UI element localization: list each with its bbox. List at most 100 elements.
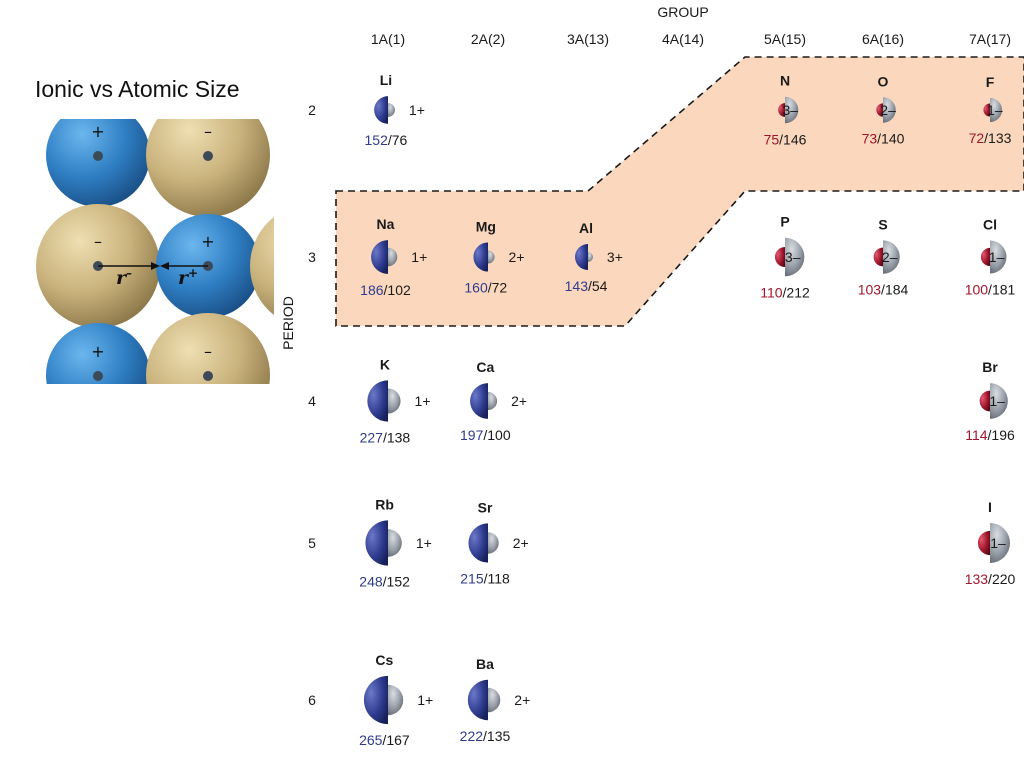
atom-half-sphere [774, 246, 785, 268]
nucleus-dot [203, 151, 213, 161]
radius-separator: / [779, 131, 783, 147]
atom-half-sphere [979, 390, 990, 412]
group-label: 7A(17) [969, 31, 1011, 47]
element-symbol: Al [579, 220, 593, 236]
group-label: 3A(13) [567, 31, 609, 47]
atomic-radius: 248 [359, 574, 383, 590]
anion-sphere [146, 313, 270, 384]
radius-values: 186/102 [360, 282, 411, 298]
radius-values: 72/133 [969, 130, 1012, 146]
radius-separator: / [988, 281, 992, 297]
element-symbol: Ca [476, 359, 494, 375]
ionic-radius: 212 [786, 284, 810, 300]
atom-half-sphere [873, 247, 883, 267]
ion-sign: – [204, 122, 212, 141]
radius-values: 75/146 [764, 131, 807, 147]
period-label: 3 [308, 249, 316, 265]
ion-half-sphere [388, 247, 398, 267]
radius-separator: / [382, 732, 386, 748]
ion-charge: 1– [989, 249, 1005, 265]
radius-separator: / [881, 282, 885, 298]
radius-values: 110/212 [760, 284, 810, 300]
ion-half-sphere [488, 391, 498, 411]
atom-half-sphere [374, 96, 388, 124]
radius-separator: / [988, 427, 992, 443]
r-minus-label: r– [116, 266, 132, 289]
radius-values: 143/54 [565, 278, 608, 294]
atomic-radius: 143 [565, 278, 589, 294]
atomic-radius: 186 [360, 282, 384, 298]
atomic-radius: 103 [858, 282, 882, 298]
r-plus-label: r+ [178, 266, 198, 289]
ion-half-sphere [990, 240, 1007, 274]
ionic-radius: 133 [988, 130, 1012, 146]
atomic-radius: 215 [460, 571, 484, 587]
atom-half-sphere [468, 523, 488, 563]
element-symbol: I [988, 499, 992, 515]
element-symbol: Mg [476, 218, 496, 234]
ion-charge: 3– [783, 102, 799, 118]
ion-charge: 2– [880, 102, 896, 118]
cation-sphere [46, 119, 150, 207]
element-symbol: Cs [375, 652, 393, 668]
atomic-radius: 75 [764, 131, 780, 147]
element-symbol: Li [380, 72, 392, 88]
ion-charge: 1+ [411, 249, 427, 265]
element-symbol: F [986, 74, 995, 90]
ion-half-sphere [388, 103, 395, 117]
element-symbol: Br [982, 359, 998, 375]
atom-half-sphere [363, 675, 388, 725]
ion-charge: 2+ [511, 393, 527, 409]
element-symbol: N [780, 73, 790, 89]
radius-values: 100/181 [965, 281, 1016, 297]
atomic-radius: 72 [969, 130, 985, 146]
radius-separator: / [988, 571, 992, 587]
period-label: 6 [308, 692, 316, 708]
ionic-radius: 167 [386, 732, 410, 748]
period-label: 4 [308, 393, 316, 409]
group-axis-title: GROUP [657, 4, 708, 20]
element-symbol: Ba [476, 656, 494, 672]
ionic-lattice-illustration: + – – + + – r– r+ [36, 119, 274, 384]
ion-half-sphere [488, 532, 499, 554]
atom-half-sphere [470, 383, 488, 419]
atomic-radius: 133 [965, 571, 989, 587]
ion-half-sphere [883, 240, 900, 274]
atomic-radius: 110 [760, 284, 783, 300]
group-label: 6A(16) [862, 31, 904, 47]
atomic-radius: 100 [965, 281, 989, 297]
atom-half-sphere [980, 247, 990, 267]
ionic-radius: 102 [387, 282, 411, 298]
ion-half-sphere [990, 383, 1008, 419]
element-f: 1–F72/133 [969, 74, 1012, 146]
ionic-radius: 54 [592, 278, 608, 294]
radius-values: 248/152 [359, 574, 410, 590]
element-cl: 1– Cl 100/181 [965, 217, 1016, 298]
ionic-radius: 100 [487, 427, 511, 443]
atom-half-sphere [467, 679, 488, 721]
ionic-radius: 135 [487, 728, 511, 744]
ion-half-sphere [785, 96, 799, 124]
radius-separator: / [388, 132, 392, 148]
group-label: 5A(15) [764, 31, 806, 47]
radius-separator: / [484, 571, 488, 587]
radius-values: 152/76 [365, 132, 408, 148]
atomic-radius: 265 [359, 732, 383, 748]
ionic-radius: 138 [387, 430, 411, 446]
ion-half-sphere [588, 252, 593, 262]
element-symbol: Cl [983, 217, 997, 233]
ion-sign: + [91, 122, 104, 141]
ion-half-sphere [488, 250, 495, 264]
atomic-radius: 73 [862, 131, 878, 147]
atom-half-sphere [977, 530, 990, 556]
ionic-radius: 76 [392, 132, 408, 148]
